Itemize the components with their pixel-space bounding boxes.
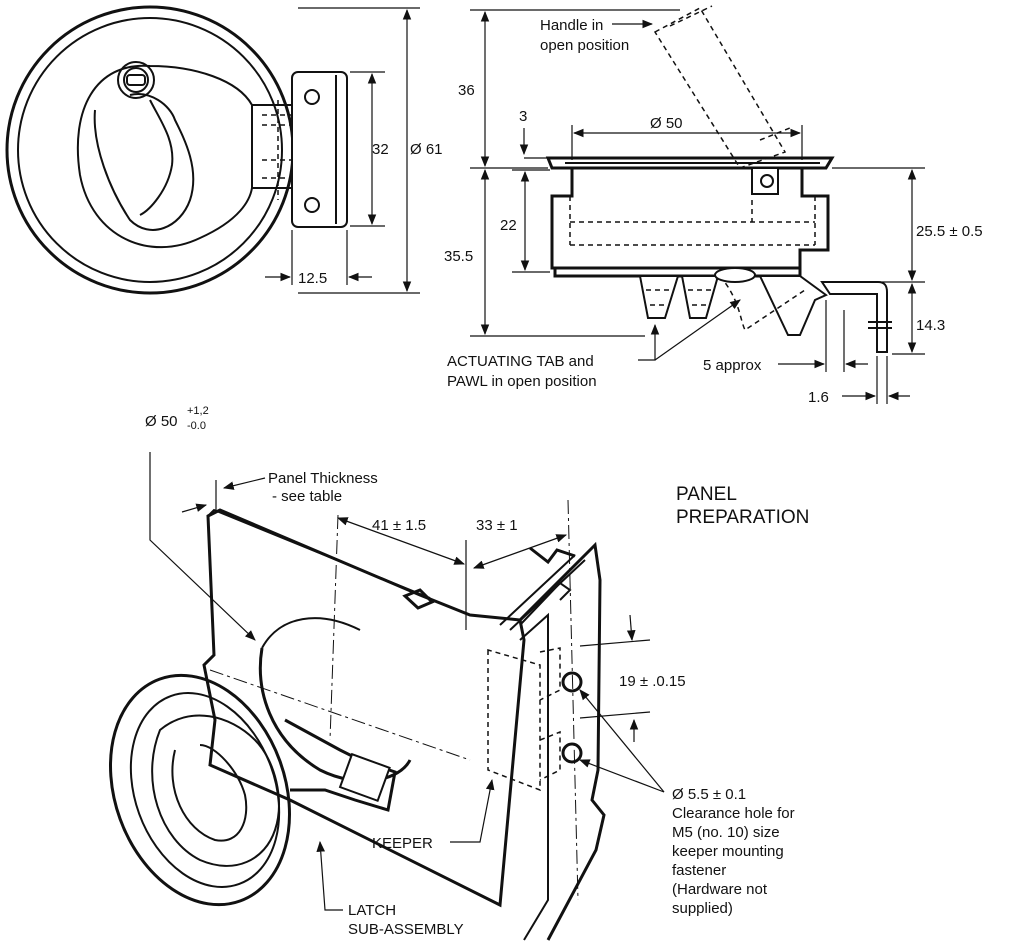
panel-face [202, 508, 526, 908]
lock-barrel [117, 61, 155, 99]
panel-cutout [258, 647, 412, 783]
handle-grip [93, 93, 195, 231]
keeper-side [519, 612, 549, 941]
tab-2 [680, 275, 720, 319]
hole-note-1: Clearance hole for [672, 805, 795, 822]
hole-tol-plus: +1,2 [187, 405, 209, 417]
keeper-label: KEEPER [372, 835, 433, 852]
keeper-hole-bottom [304, 197, 320, 213]
dim-35-5-label: 35.5 [444, 248, 473, 265]
side-view [545, 5, 892, 353]
dim-3-label: 3 [519, 108, 527, 125]
lock-core [123, 67, 149, 93]
title-line-1: PANEL [676, 484, 737, 505]
lock-pin [760, 174, 774, 188]
tab-label-1: ACTUATING TAB and [447, 353, 594, 370]
pivot [714, 267, 756, 283]
lower-hole [561, 742, 583, 764]
panel-view-dims: Ø 50 +1,2 -0.0 Panel Thickness - see tab… [145, 405, 809, 938]
dim-36-label: 36 [458, 82, 475, 99]
latch-body [284, 718, 397, 812]
tab-1 [638, 275, 680, 319]
dim-12-5-label: 12.5 [298, 270, 327, 287]
latch-bracket [338, 752, 391, 803]
panel-thk-label-2: - see table [272, 488, 342, 505]
panel-edge [518, 541, 606, 941]
hole-dia-label: Ø 50 [145, 413, 178, 430]
handle-label-2: open position [540, 37, 629, 54]
front-view [5, 5, 348, 295]
dim-61-label: Ø 61 [410, 141, 443, 158]
dim-32-label: 32 [372, 141, 389, 158]
handle-label-1: Handle in [540, 17, 603, 34]
body-hidden [569, 196, 816, 246]
handle-line [139, 99, 174, 216]
keeper-plate [291, 71, 348, 228]
hole-note-5: (Hardware not [672, 881, 768, 898]
outer-flange [5, 5, 295, 295]
panel-thk-label-1: Panel Thickness [268, 470, 378, 487]
latch-label-1: LATCH [348, 902, 396, 919]
panel-notch [402, 588, 435, 610]
latch-label-2: SUB-ASSEMBLY [348, 921, 464, 938]
dim-19-label: 19 ± .0.15 [619, 673, 686, 690]
title-line-2: PREPARATION [676, 507, 809, 528]
latch-flange [109, 673, 291, 907]
housing-edges [252, 104, 292, 189]
hole-note-0: Ø 5.5 ± 0.1 [672, 786, 746, 803]
dim-22-label: 22 [500, 217, 517, 234]
handle-open-ghost [653, 7, 787, 169]
dim-33-label: 33 ± 1 [476, 517, 518, 534]
latch-handle [171, 744, 248, 842]
keeper-bracket [820, 281, 888, 353]
hole-note-6: supplied) [672, 900, 733, 917]
body-profile [550, 168, 830, 270]
panel-top-break [529, 546, 576, 565]
hole-note-4: fastener [672, 862, 726, 879]
key-slot [126, 74, 146, 86]
pawl-open-ghost [719, 275, 806, 332]
pawl [758, 275, 828, 336]
dim-14-3-label: 14.3 [916, 317, 945, 334]
handle-recess [76, 64, 253, 249]
side-view-dims: Handle in open position 36 35.5 3 Ø 50 2… [444, 9, 983, 406]
hole-tol-minus: -0.0 [187, 420, 206, 432]
tab-label-2: PAWL in open position [447, 373, 597, 390]
dim-25-5-label: 25.5 ± 0.5 [916, 223, 983, 240]
dim-dia50-label: Ø 50 [650, 115, 683, 132]
dim-41-label: 41 ± 1.5 [372, 517, 426, 534]
keeper-hole-top [304, 89, 320, 105]
dim-5-label: 5 approx [703, 357, 762, 374]
panel-view [109, 499, 606, 941]
lock-block [751, 167, 779, 195]
front-view-dims: 32 Ø 61 12.5 [265, 7, 443, 294]
flange-profile [545, 156, 835, 170]
keeper-hidden [487, 649, 541, 792]
hole-note-3: keeper mounting [672, 843, 784, 860]
latch-recess [151, 714, 280, 867]
upper-hole [561, 671, 583, 693]
inner-flange [17, 17, 283, 283]
dim-1-6-label: 1.6 [808, 389, 829, 406]
hole-note-2: M5 (no. 10) size [672, 824, 780, 841]
